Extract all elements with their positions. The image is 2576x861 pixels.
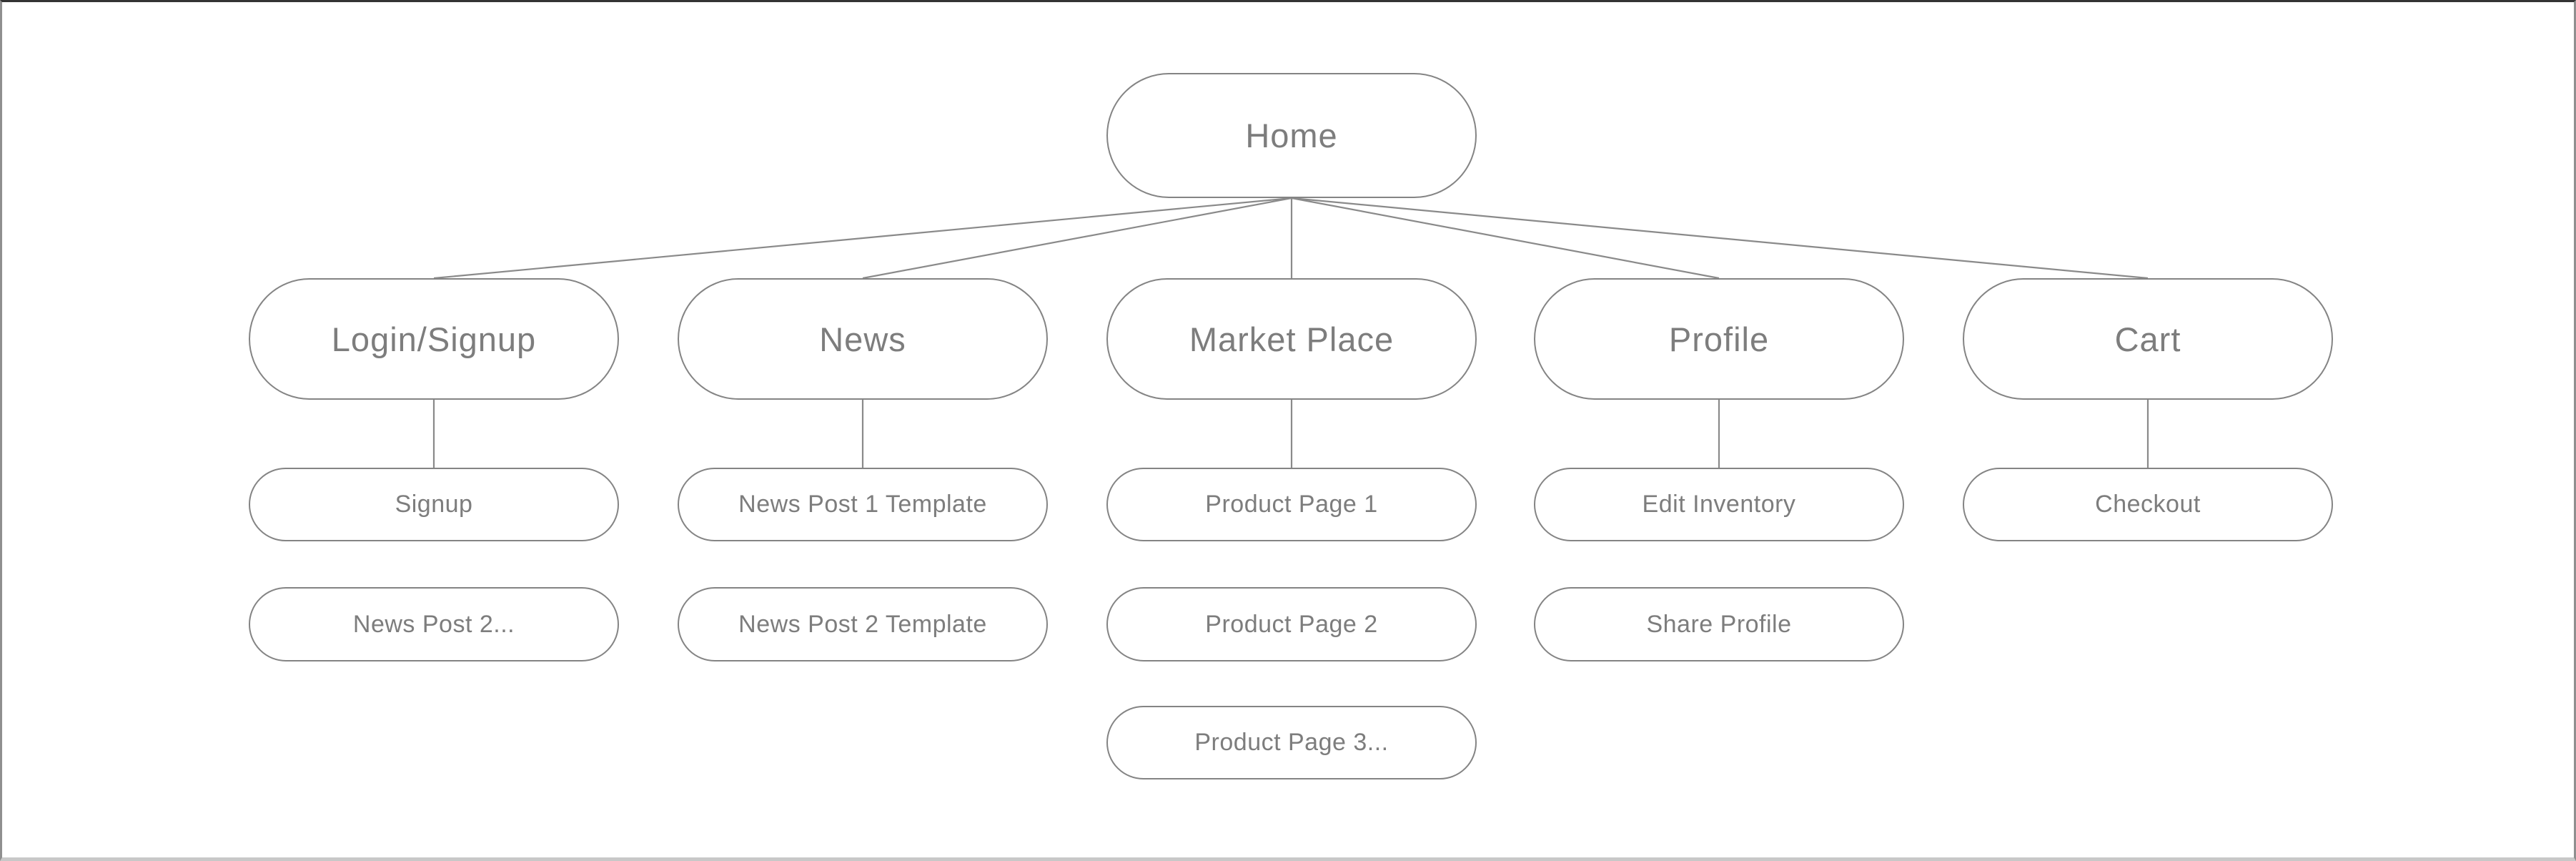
node-label: News (819, 320, 906, 358)
node-home[interactable]: Home (1106, 73, 1477, 198)
edge-home-cart (1291, 197, 2149, 280)
node-label: Cart (2114, 320, 2181, 358)
node-label: Profile (1668, 320, 1770, 358)
edge-home-login-signup (433, 197, 1292, 280)
node-label: News Post 2... (352, 610, 515, 638)
node-label: Market Place (1189, 320, 1394, 358)
node-profile[interactable]: Profile (1534, 278, 1904, 400)
node-label: Product Page 3... (1194, 729, 1389, 756)
node-label: Checkout (2095, 491, 2201, 518)
node-news-post-2-template[interactable]: News Post 2 Template (678, 587, 1048, 661)
node-label: News Post 1 Template (738, 491, 987, 518)
node-news-post-1-template[interactable]: News Post 1 Template (678, 468, 1048, 541)
node-label: Signup (395, 491, 473, 518)
node-label: Login/Signup (331, 320, 537, 358)
node-product-page-2[interactable]: Product Page 2 (1106, 587, 1477, 661)
node-label: News Post 2 Template (738, 610, 987, 638)
node-label: Home (1245, 117, 1338, 154)
node-label: Product Page 1 (1205, 491, 1378, 518)
node-news-post-2[interactable]: News Post 2... (249, 587, 619, 661)
node-product-page-3[interactable]: Product Page 3... (1106, 706, 1477, 779)
node-share-profile[interactable]: Share Profile (1534, 587, 1904, 661)
node-label: Product Page 2 (1205, 610, 1378, 638)
node-label: Edit Inventory (1642, 491, 1796, 518)
node-news[interactable]: News (678, 278, 1048, 400)
node-market-place[interactable]: Market Place (1106, 278, 1477, 400)
node-label: Share Profile (1646, 610, 1792, 638)
node-product-page-1[interactable]: Product Page 1 (1106, 468, 1477, 541)
node-edit-inventory[interactable]: Edit Inventory (1534, 468, 1904, 541)
edge-home-news (862, 197, 1292, 280)
node-login-signup[interactable]: Login/Signup (249, 278, 619, 400)
node-signup[interactable]: Signup (249, 468, 619, 541)
node-checkout[interactable]: Checkout (1963, 468, 2333, 541)
node-cart[interactable]: Cart (1963, 278, 2333, 400)
edge-home-profile (1291, 197, 1720, 280)
